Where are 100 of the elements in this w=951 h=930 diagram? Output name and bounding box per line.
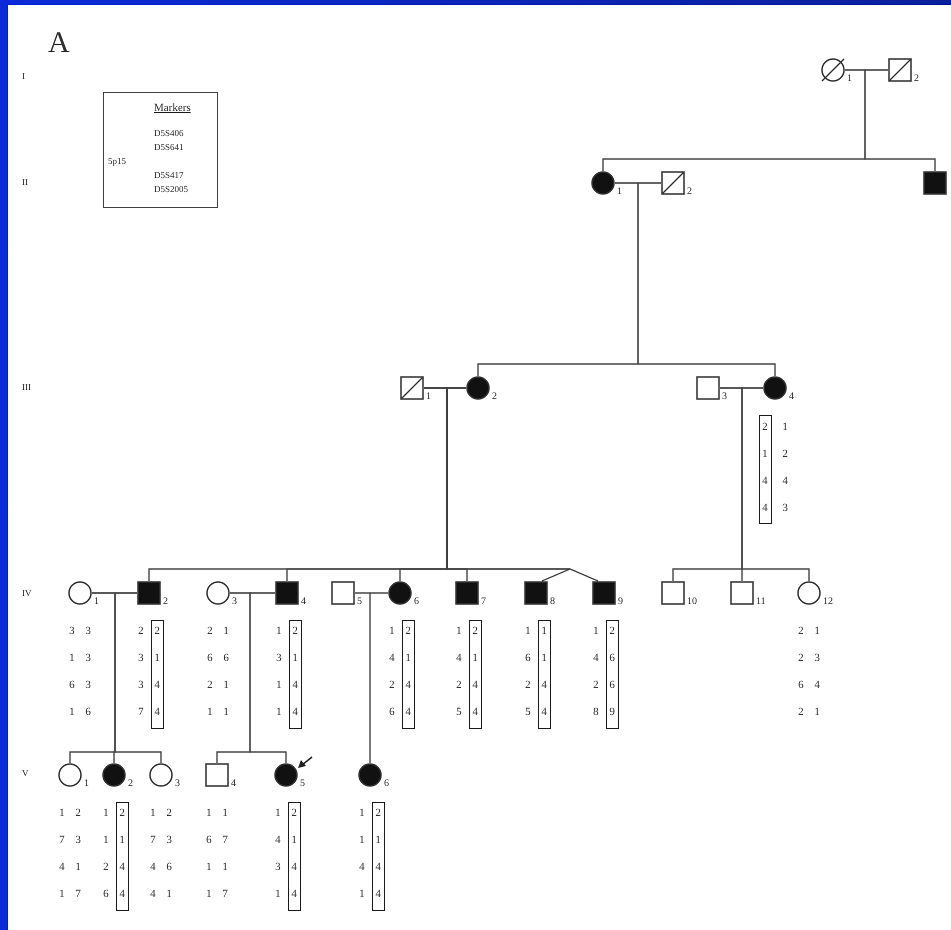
genotype-row-text: 4 1	[274, 835, 298, 846]
individual-number: 11	[756, 597, 766, 607]
individual-number: 6	[384, 779, 389, 789]
pedigree-line	[249, 592, 287, 763]
marker-name: D5S417	[154, 171, 184, 180]
genotype-row-text: 1 2	[58, 808, 82, 819]
genotype-row-text: 1 4	[275, 680, 299, 691]
genotype-row-text: 1 3	[68, 653, 92, 664]
genotype-row-text: 1 2	[455, 626, 479, 637]
genotype-row-text: 2 4	[455, 680, 479, 691]
individual-number: 10	[687, 597, 697, 607]
genotype-row-text: 3 1	[275, 653, 299, 664]
marker-legend-box	[103, 92, 218, 208]
square-symbol	[331, 581, 355, 605]
individual-number: 1	[847, 74, 852, 84]
haplotype-box	[538, 620, 551, 729]
genotype-row-text: 1 6	[68, 707, 92, 718]
genotype-row-text: 6 4	[797, 680, 821, 691]
genotype-row-text: 1 2	[275, 626, 299, 637]
genotype-row-text: 1 2	[102, 808, 126, 819]
generation-label: IV	[22, 589, 32, 598]
marker-name: D5S2005	[154, 185, 188, 194]
genotype-row-text: 2 6	[592, 680, 616, 691]
pedigree-line	[864, 69, 936, 171]
genotype-row-text: 2 4	[388, 680, 412, 691]
square-symbol	[275, 581, 299, 605]
square-symbol	[592, 581, 616, 605]
circle-symbol	[149, 763, 173, 787]
genotype-row-text: 3 3	[68, 626, 92, 637]
haplotype-box	[402, 620, 415, 729]
panel-letter: A	[48, 28, 70, 58]
genotype-row-text: 1 7	[205, 889, 229, 900]
legend-heading: Markers	[154, 103, 191, 114]
genotype-row-text: 4 4	[358, 862, 382, 873]
individual-number: 3	[175, 779, 180, 789]
genotype-row-text: 5 4	[455, 707, 479, 718]
individual-number: 4	[231, 779, 236, 789]
genotype-row-text: 1 2	[388, 626, 412, 637]
genotype-row-text: 4 6	[592, 653, 616, 664]
pedigree-line	[741, 387, 810, 581]
circle-symbol	[206, 581, 230, 605]
genotype-row-text: 3 4	[274, 862, 298, 873]
circle-symbol	[388, 581, 412, 605]
square-symbol	[888, 58, 912, 82]
genotype-row-text: 3 1	[137, 653, 161, 664]
individual-number: 1	[426, 392, 431, 402]
generation-label: II	[22, 178, 28, 187]
individual-number: 7	[481, 597, 486, 607]
genotype-row-text: 7 3	[149, 835, 173, 846]
genotype-row-text: 2 1	[797, 626, 821, 637]
genotype-row-text: 4 6	[149, 862, 173, 873]
circle-symbol	[358, 763, 382, 787]
genotype-row-text: 1 2	[761, 449, 789, 460]
haplotype-box	[372, 802, 385, 911]
genotype-row-text: 4 1	[58, 862, 82, 873]
generation-label: I	[22, 72, 25, 81]
circle-symbol	[797, 581, 821, 605]
genotype-row-text: 1 1	[358, 835, 382, 846]
genotype-row-text: 6 4	[388, 707, 412, 718]
genotype-row-text: 1 4	[275, 707, 299, 718]
genotype-row-text: 6 4	[102, 889, 126, 900]
generation-label: III	[22, 383, 31, 392]
circle-symbol	[102, 763, 126, 787]
square-symbol	[730, 581, 754, 605]
genotype-row-text: 1 2	[274, 808, 298, 819]
individual-number: 1	[84, 779, 89, 789]
individual-number: 9	[618, 597, 623, 607]
genotype-row-text: 2 1	[761, 422, 789, 433]
genotype-row-text: 6 1	[524, 653, 548, 664]
circle-symbol	[591, 171, 615, 195]
individual-number: 6	[414, 597, 419, 607]
genotype-row-text: 4 1	[388, 653, 412, 664]
genotype-row-text: 6 3	[68, 680, 92, 691]
genotype-row-text: 1 1	[205, 862, 229, 873]
square-symbol	[455, 581, 479, 605]
individual-number: 5	[357, 597, 362, 607]
genotype-row-text: 1 1	[102, 835, 126, 846]
genotype-row-text: 5 4	[524, 707, 548, 718]
genotype-row-text: 1 2	[592, 626, 616, 637]
genotype-row-text: 4 1	[455, 653, 479, 664]
individual-number: 1	[617, 187, 622, 197]
circle-symbol	[68, 581, 92, 605]
genotype-row-text: 1 4	[274, 889, 298, 900]
genotype-row-text: 1 1	[205, 808, 229, 819]
genotype-row-text: 2 4	[102, 862, 126, 873]
genotype-row-text: 8 9	[592, 707, 616, 718]
genotype-row-text: 1 4	[358, 889, 382, 900]
haplotype-box	[151, 620, 164, 729]
individual-number: 2	[163, 597, 168, 607]
locus-label: 5p15	[108, 157, 126, 166]
pedigree-line	[114, 592, 162, 763]
haplotype-box	[116, 802, 129, 911]
haplotype-box	[288, 802, 301, 911]
genotype-row-text: 2 2	[137, 626, 161, 637]
genotype-row-text: 6 7	[205, 835, 229, 846]
individual-number: 2	[914, 74, 919, 84]
pedigree-line	[369, 592, 388, 763]
circle-symbol	[466, 376, 490, 400]
genotype-row-text: 2 1	[797, 707, 821, 718]
circle-symbol	[821, 58, 845, 82]
